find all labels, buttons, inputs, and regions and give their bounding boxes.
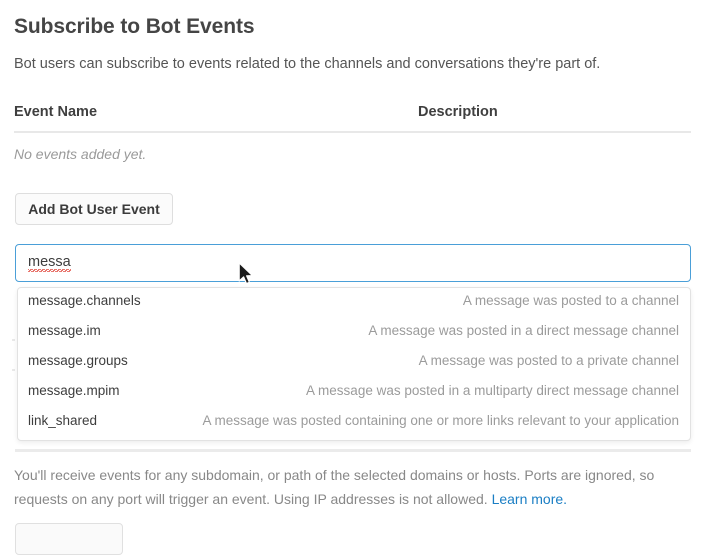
suggestion-item[interactable]: message.im A message was posted in a dir… [18,318,690,348]
suggestion-item-description: A message was posted containing one or m… [202,413,679,428]
suggestion-item[interactable]: message.channels A message was posted to… [18,288,690,318]
suggestion-item-name: link_shared [28,413,98,428]
learn-more-link[interactable]: Learn more. [491,491,568,507]
domains-note: You'll receive events for any subdomain,… [14,463,680,511]
suggestion-item-name: message.im [28,323,101,338]
table-header-divider [14,131,691,133]
add-bot-user-event-button[interactable]: Add Bot User Event [15,193,173,225]
suggestion-item[interactable]: message.groups A message was posted to a… [18,348,690,378]
occluded-background-mark [12,339,15,341]
bottom-partial-button[interactable] [15,523,123,555]
suggestion-item[interactable]: message.mpim A message was posted in a m… [18,378,690,408]
event-search-input[interactable] [15,244,691,282]
column-header-description: Description [418,104,498,120]
suggestion-item-description: A message was posted in a direct message… [368,323,679,338]
suggestion-item-name: message.groups [28,353,128,368]
suggestion-item-description: A message was posted in a multiparty dir… [306,383,679,398]
suggestion-item[interactable]: link_shared A message was posted contain… [18,408,690,438]
occluded-background-mark [12,369,15,371]
events-table-header: Event Name Description [14,104,690,126]
suggestion-item-description: A message was posted to a channel [462,293,679,308]
bot-events-settings-page: Subscribe to Bot Events Bot users can su… [12,15,691,555]
column-header-event-name: Event Name [14,104,98,120]
domains-note-text: You'll receive events for any subdomain,… [14,467,655,507]
page-subtitle: Bot users can subscribe to events relate… [14,56,601,72]
events-empty-state: No events added yet. [14,146,147,162]
suggestion-item-description: A message was posted to a private channe… [418,353,679,368]
page-title: Subscribe to Bot Events [14,15,255,38]
section-divider [15,449,691,452]
suggestion-item-name: message.channels [28,293,141,308]
event-suggestions-dropdown[interactable]: message.channels A message was posted to… [17,287,691,441]
suggestion-item-name: message.mpim [28,383,120,398]
